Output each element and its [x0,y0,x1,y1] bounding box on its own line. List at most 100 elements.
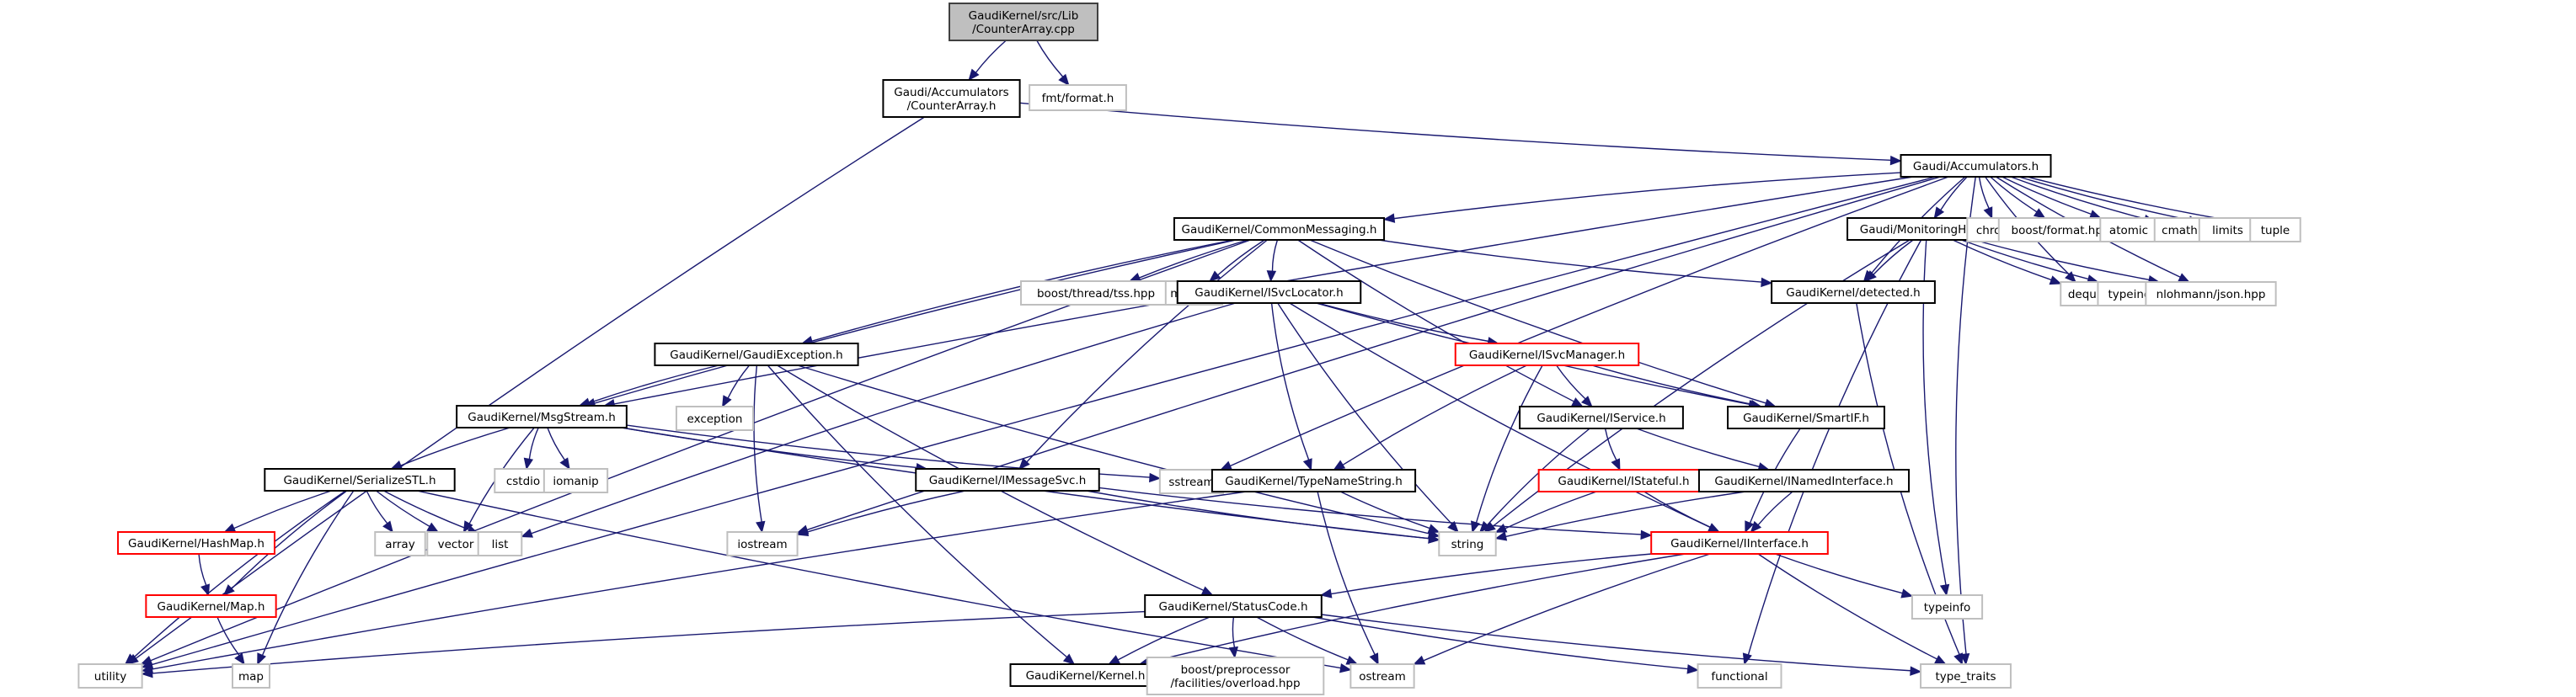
node-kernel-h[interactable]: GaudiKernel/Kernel.h [1009,663,1162,687]
edge-monitoringhub-to-detected [1873,239,1914,275]
arrowhead-icon [1953,652,1963,666]
arrowhead-icon [1345,655,1359,665]
edge-iinterface-to-ostream [1423,553,1711,662]
node-boost-format: boost/format.hpp [1997,217,2124,242]
node-box [145,594,277,618]
arrowhead-icon [382,520,393,534]
edge-isvclocator-to-string [1277,302,1453,525]
node-root[interactable]: GaudiKernel/src/Lib/CounterArray.cpp [949,3,1098,41]
node-label: exception [687,412,743,426]
node-serializestl[interactable]: GaudiKernel/SerializeSTL.h [264,468,456,492]
edge-statuscode-to-boost_overload [1232,616,1236,648]
node-box [949,3,1098,41]
arrowhead-icon [521,528,534,538]
node-typenamestring[interactable]: GaudiKernel/TypeNameString.h [1211,469,1417,492]
node-iservice[interactable]: GaudiKernel/IService.h [1519,406,1684,429]
arrowhead-icon [1745,520,1754,534]
node-box [456,405,628,428]
node-counterarray-h[interactable]: Gaudi/Accumulators/CounterArray.h [882,79,1021,118]
arrowhead-icon [1369,652,1379,666]
edge-serializestl-to-array [366,490,388,524]
node-map-h[interactable]: GaudiKernel/Map.h [145,594,277,618]
edge-isvclocator-to-iinterface [1289,302,1711,528]
node-label: array [385,538,414,551]
node-box [1650,531,1829,555]
node-label: boost/thread/tss.hpp [1037,287,1155,301]
edge-statuscode-to-ostream [1256,616,1349,661]
node-typeinfo: typeinfo [1911,594,1984,620]
node-box [915,468,1100,492]
edge-isvcmanager-to-typenamestring [1342,364,1527,466]
arrowhead-icon [1108,655,1121,665]
node-box [1029,84,1127,111]
arrowhead-icon [2033,208,2046,219]
arrowhead-icon [1910,666,1922,676]
node-atomic: atomic [2099,217,2158,242]
node-box [1173,217,1386,241]
edge-gaudiexception-to-string [797,364,1430,535]
node-box [77,663,143,689]
node-hashmap[interactable]: GaudiKernel/HashMap.h [117,531,275,555]
node-smartif[interactable]: GaudiKernel/SmartIF.h [1727,406,1885,429]
arrowhead-icon [1058,73,1070,86]
edges-layer [124,40,2252,678]
edge-isvclocator-to-typenamestring [1270,302,1310,460]
edge-iinterface-to-statuscode [1330,553,1652,595]
arrowhead-icon [234,652,245,666]
arrowhead-icon [1571,397,1584,407]
node-box [1438,531,1497,556]
node-label: iomanip [553,475,598,488]
edge-imessagesvc-to-iinterface [1098,487,1642,535]
edge-iservice-to-inamedinterface [1636,428,1760,468]
edge-commonmessaging-to-msgstream [594,239,1237,404]
edge-accumulators_h-to-boost_format [1990,176,2038,213]
node-label: GaudiKernel/StatusCode.h [1159,600,1308,614]
node-accumulators-h[interactable]: Gaudi/Accumulators.h [1900,154,2052,178]
node-label: cstdio [506,475,540,488]
node-box [426,531,485,556]
edge-accumulators_h-to-sstream [1230,176,1949,467]
node-isvcmanager[interactable]: GaudiKernel/ISvcManager.h [1454,343,1640,366]
arrowhead-icon [1900,588,1914,599]
edge-commonmessaging-to-boost_tss [1139,239,1248,279]
node-label: cmath [2162,224,2198,237]
node-label: GaudiKernel/Kernel.h [1026,669,1146,683]
edge-imessagesvc-to-iostream [807,490,966,533]
edge-monitoringhub-to-deque [1952,239,2052,281]
node-label: /facilities/overload.hpp [1170,677,1300,690]
node-cstdio: cstdio [494,468,553,493]
node-box [1454,343,1640,366]
edge-serializestl-to-ostream [416,490,1341,669]
edge-inamedinterface-to-iinterface [1757,491,1793,526]
node-label: sstream [1168,476,1214,489]
node-box [2153,217,2206,242]
node-iinterface[interactable]: GaudiKernel/IInterface.h [1650,531,1829,555]
edge-root-to-counterarray_h [975,40,1007,73]
arrowhead-icon [796,526,810,536]
node-limits: limits [2198,217,2258,242]
node-box [2249,217,2301,242]
node-isvclocator[interactable]: GaudiKernel/ISvcLocator.h [1176,280,1362,304]
node-imessagesvc[interactable]: GaudiKernel/IMessageSvc.h [915,468,1100,492]
arrowhead-icon [756,520,766,534]
node-label: functional [1711,670,1767,684]
node-utility: utility [77,663,143,689]
node-inamedinterface[interactable]: GaudiKernel/INamedInterface.h [1697,469,1911,492]
arrowhead-icon [2065,271,2076,283]
node-msgstream[interactable]: GaudiKernel/MsgStream.h [456,405,628,428]
node-gaudiexception[interactable]: GaudiKernel/GaudiException.h [654,343,859,366]
node-label: GaudiKernel/GaudiException.h [670,348,842,362]
edge-isvcmanager-to-iservice [1556,364,1586,400]
node-cmath: cmath [2153,217,2206,242]
node-type-traits: type_traits [1920,663,2012,689]
node-box [1771,280,1936,304]
arrowhead-icon [1266,270,1277,283]
node-statuscode[interactable]: GaudiKernel/StatusCode.h [1144,594,1323,618]
node-label: boost/format.hpp [2012,224,2110,237]
arrowhead-icon [1319,588,1333,599]
node-istateful[interactable]: GaudiKernel/IStateful.h [1537,469,1710,492]
node-commonmessaging[interactable]: GaudiKernel/CommonMessaging.h [1173,217,1386,241]
arrowhead-icon [1611,458,1621,471]
node-detected[interactable]: GaudiKernel/detected.h [1771,280,1936,304]
arrowhead-icon [1447,520,1459,533]
